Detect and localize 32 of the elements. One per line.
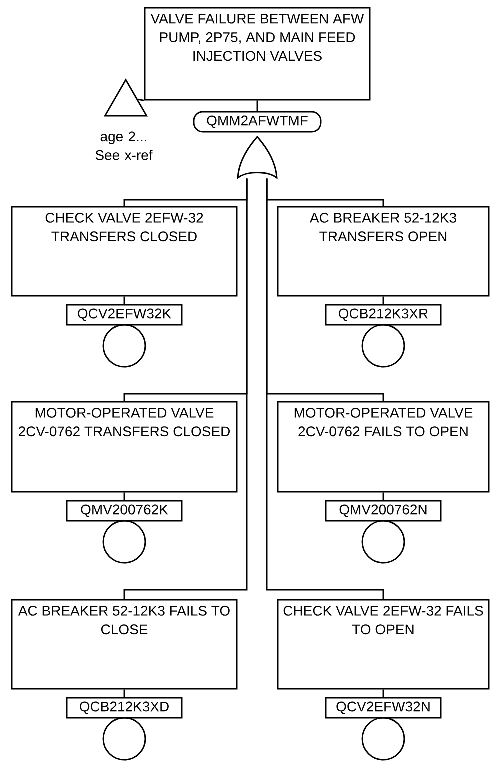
connector-line bbox=[124, 492, 126, 500]
basic-event-circle bbox=[362, 324, 406, 368]
connector-line bbox=[256, 100, 258, 112]
event-id-box: QMV200762N bbox=[325, 500, 442, 522]
transfer-note: age 2... See x-ref bbox=[96, 132, 153, 160]
connector-line bbox=[124, 178, 248, 600]
event-id-box: QMV200762K bbox=[66, 500, 183, 522]
gate-id-label: QMM2AFWTMF bbox=[193, 111, 322, 133]
event-id-box: QCB212K3XD bbox=[66, 697, 183, 719]
connector-line bbox=[266, 178, 384, 600]
event-id-box: QCB212K3XR bbox=[325, 304, 442, 326]
basic-event-circle bbox=[102, 717, 146, 761]
connector-line bbox=[124, 690, 126, 698]
event-box: AC BREAKER 52-12K3 FAILS TO CLOSE bbox=[11, 599, 238, 690]
basic-event-circle bbox=[362, 520, 406, 564]
event-box: MOTOR-OPERATED VALVE 2CV-0762 TRANSFERS CLOSED bbox=[11, 401, 238, 493]
basic-event-circle bbox=[102, 520, 146, 564]
connector-line bbox=[382, 492, 384, 500]
or-gate bbox=[237, 136, 278, 179]
event-box: CHECK VALVE 2EFW-32 FAILS TO OPEN bbox=[277, 599, 490, 690]
event-id-box: QCV2EFW32K bbox=[66, 304, 183, 326]
top-event-box: VALVE FAILURE BETWEEN AFW PUMP, 2P75, AND MAIN FEED INJECTION VALVES bbox=[144, 7, 371, 101]
connector-line bbox=[382, 296, 384, 304]
basic-event-circle bbox=[102, 324, 146, 368]
event-box: CHECK VALVE 2EFW-32 TRANSFERS CLOSED bbox=[11, 206, 238, 297]
event-id-box: QCV2EFW32N bbox=[325, 697, 442, 719]
connector-line bbox=[138, 98, 144, 102]
event-box: AC BREAKER 52-12K3 TRANSFERS OPEN bbox=[277, 206, 490, 297]
connector-line bbox=[382, 690, 384, 698]
connector-line bbox=[124, 296, 126, 304]
event-box: MOTOR-OPERATED VALVE 2CV-0762 FAILS TO OPEN bbox=[277, 401, 490, 493]
basic-event-circle bbox=[362, 717, 406, 761]
